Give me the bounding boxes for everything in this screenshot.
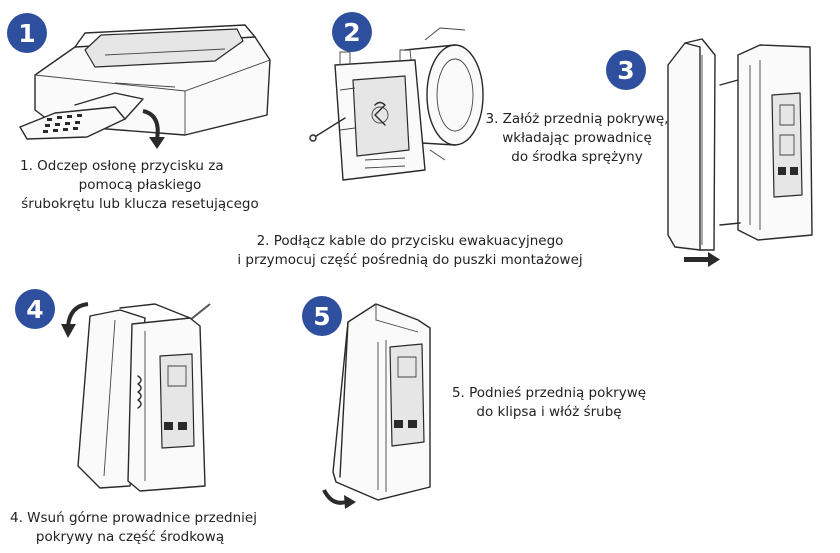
step-1-caption-line: 1. Odczep osłonę przycisku za [20, 158, 224, 174]
step-4-illustration [61, 302, 211, 492]
step-3-caption: 3. Załóż przednią pokrywę, wkładając pro… [484, 110, 670, 167]
step-4-caption: 4. Wsuń górne prowadnice przedniej pokry… [10, 509, 257, 547]
curved-arrow-icon [322, 489, 347, 505]
step-5-caption-line: 5. Podnieś przednią pokrywę [451, 385, 647, 401]
step-5-caption-line: do klipsa i włóż śrubę [476, 404, 622, 420]
curved-arrow-icon [142, 109, 160, 140]
step-4-caption-line: pokrywy na część środkową [35, 529, 225, 545]
step-5-illustration [322, 303, 431, 509]
step-3-illustration [667, 38, 813, 267]
step-2-caption-line: i przymocuj część pośrednią do puszki mo… [237, 252, 583, 268]
step-2-illustration [309, 27, 484, 181]
step-2-number: 2 [343, 17, 361, 47]
step-3-caption-line: wkładając prowadnicę [502, 130, 652, 146]
right-arrow-icon [684, 252, 720, 267]
step-1-caption-line: pomocą płaskiego [78, 177, 202, 193]
push-arrow-icon [189, 303, 211, 321]
step-1-caption-line: śrubokrętu lub klucza resetującego [21, 196, 259, 212]
step-3-caption-line: 3. Załóż przednią pokrywę, [485, 111, 669, 127]
step-1-badge: 1 [7, 13, 47, 53]
step-4-badge: 4 [15, 289, 55, 329]
step-3-number: 3 [617, 55, 635, 85]
curved-arrow-icon [66, 302, 89, 327]
step-1-illustration [19, 24, 271, 149]
step-3-badge: 3 [606, 50, 646, 90]
step-4-caption-line: 4. Wsuń górne prowadnice przedniej [10, 510, 257, 526]
step-5-caption: 5. Podnieś przednią pokrywę do klipsa i … [449, 384, 649, 422]
step-2-caption: 2. Podłącz kable do przycisku ewakuacyjn… [225, 232, 595, 270]
step-4-number: 4 [26, 294, 44, 324]
step-1-number: 1 [18, 18, 36, 48]
step-5-badge: 5 [302, 296, 342, 336]
step-2-caption-line: 2. Podłącz kable do przycisku ewakuacyjn… [256, 233, 564, 249]
step-3-caption-line: do środka sprężyny [511, 149, 643, 165]
step-5-number: 5 [313, 301, 331, 331]
step-1-caption: 1. Odczep osłonę przycisku za pomocą pła… [20, 157, 260, 214]
step-2-badge: 2 [332, 12, 372, 52]
